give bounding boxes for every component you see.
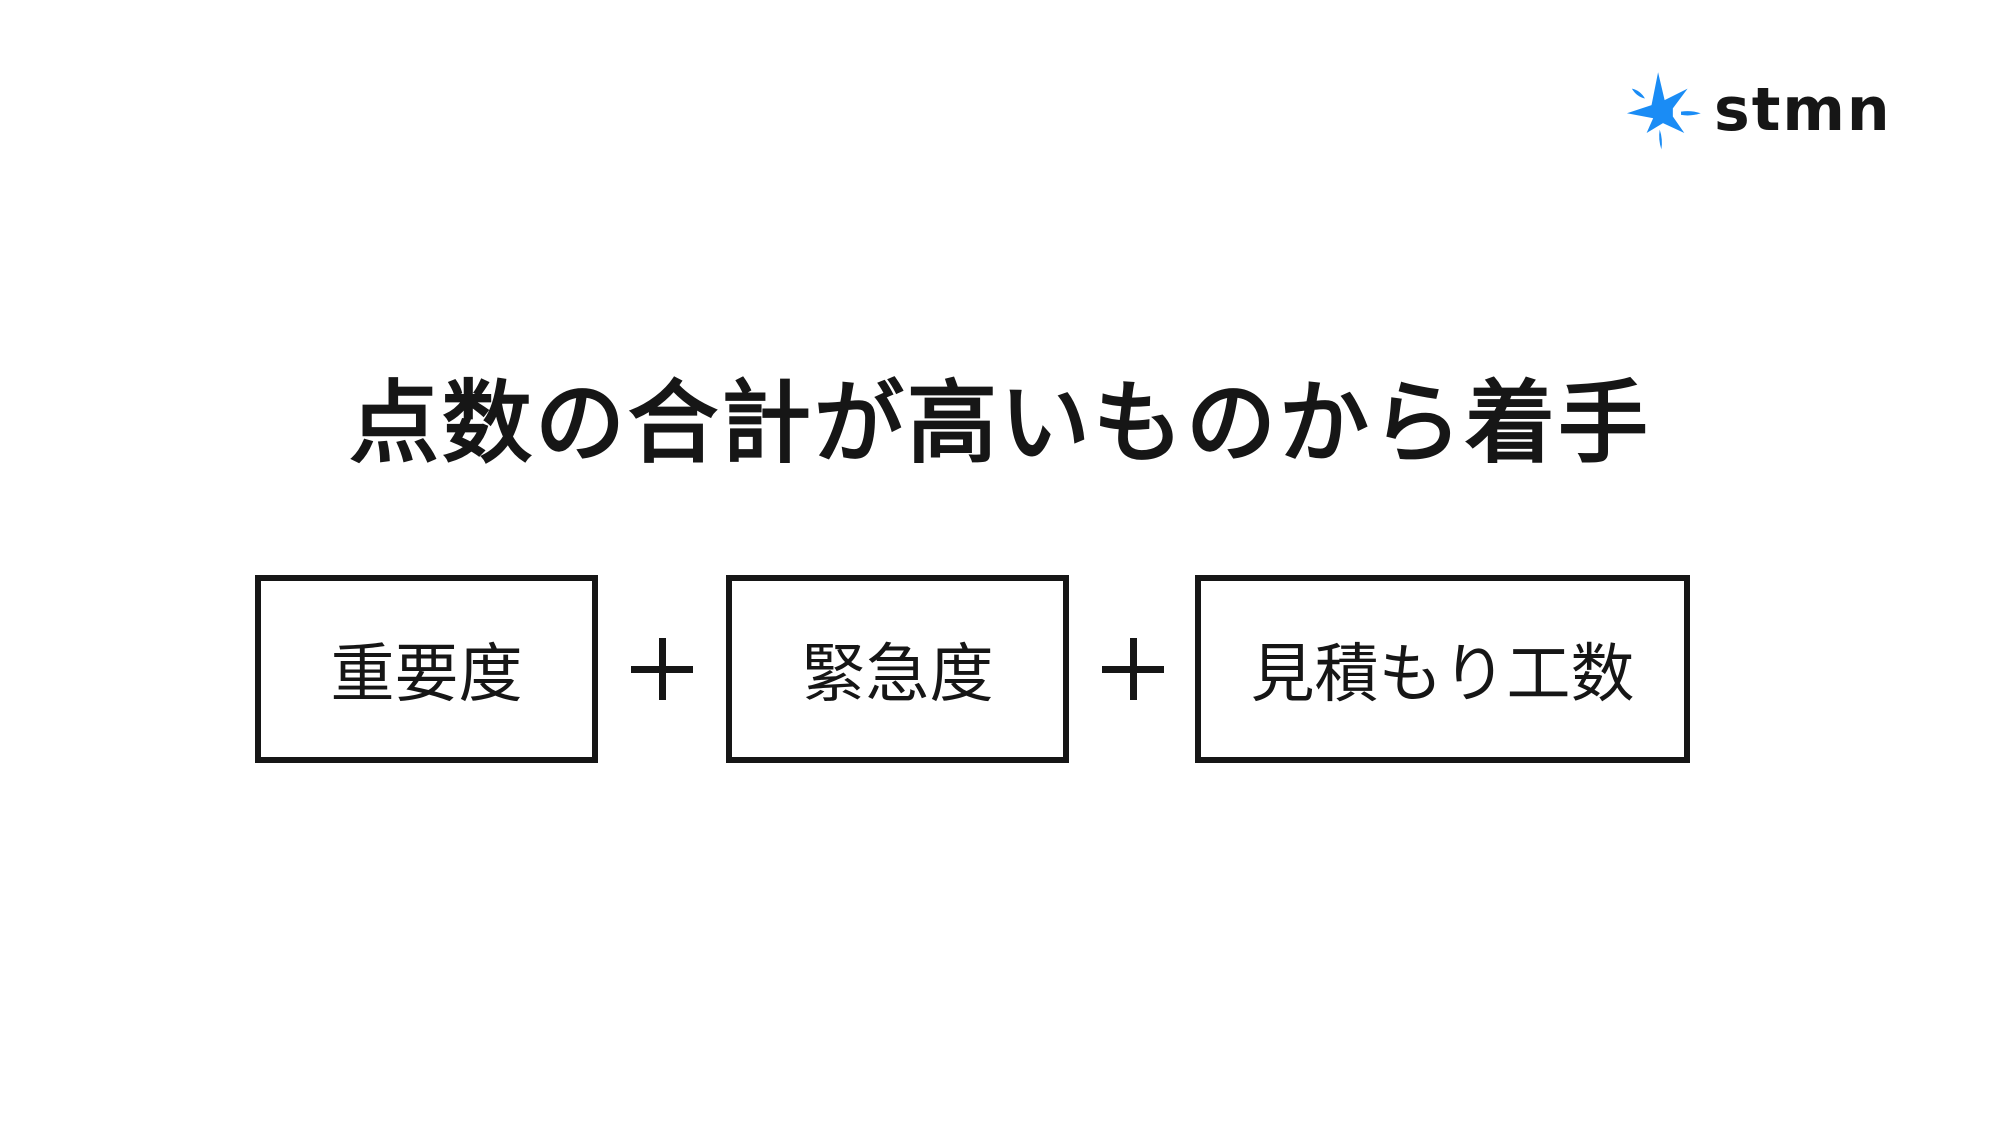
formula-term-estimated-effort: 見積もり工数: [1195, 575, 1690, 763]
star-burst-icon: [1626, 72, 1701, 150]
formula-term-importance: 重要度: [255, 575, 598, 763]
plus-icon: [631, 638, 693, 700]
brand-logo: stmn: [1622, 68, 1892, 152]
plus-icon: [1102, 638, 1164, 700]
slide-title: 点数の合計が高いものから着手: [349, 371, 1651, 476]
formula-term-urgency: 緊急度: [726, 575, 1069, 763]
brand-name: stmn: [1714, 75, 1892, 145]
